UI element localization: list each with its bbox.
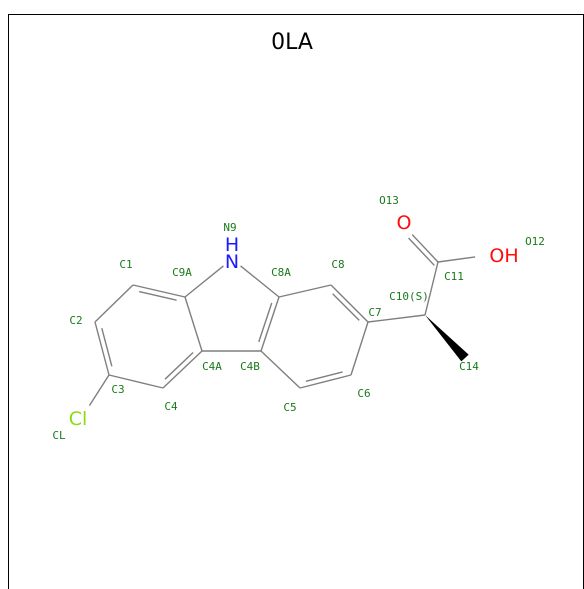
oxygen-carbonyl-symbol: O	[397, 212, 412, 234]
nitrogen-symbol: N	[225, 251, 239, 273]
atom-label-c7: C7	[368, 306, 381, 319]
bond-C8A-C8	[278, 284, 332, 298]
bonds	[88, 234, 476, 406]
bond-C8-C7	[330, 284, 369, 323]
atom-label-c9a: C9A	[172, 266, 192, 279]
atom-label-c5: C5	[283, 401, 296, 414]
bond-C3-C4	[108, 374, 164, 389]
bond-C4A-C9A	[184, 296, 203, 352]
atom-label-c8a: C8A	[271, 266, 291, 279]
bond-C2-C3-double	[101, 327, 113, 367]
bond-C11-O13-double	[408, 237, 435, 266]
bond-C4-C4A	[162, 350, 203, 389]
bond-C10-C11	[424, 261, 439, 316]
hydroxyl-symbol: OH	[489, 245, 518, 267]
bond-C9A-N9	[184, 265, 224, 298]
bond-C9A-C1	[132, 284, 186, 298]
atom-label-c2: C2	[69, 314, 82, 327]
atom-label-o13: O13	[379, 194, 399, 207]
atom-label-c6: C6	[357, 387, 370, 400]
bond-C5-C4B	[260, 350, 301, 389]
bond-C1-C2	[94, 284, 134, 323]
nitrogen-h-symbol: H	[225, 234, 239, 256]
bond-C8-C7-double	[332, 293, 360, 321]
bond-C4-C4A-double	[164, 352, 194, 380]
atom-label-c4b: C4B	[240, 360, 260, 373]
atom-label-n9: N9	[223, 221, 236, 234]
bond-C4B-C8A	[260, 296, 280, 352]
atom-label-c10: C10(S)	[389, 290, 429, 303]
atom-label-o12: O12	[525, 235, 545, 248]
bond-C7-C6	[350, 321, 369, 376]
bond-C11-O13	[411, 234, 439, 263]
atom-label-c1: C1	[119, 258, 132, 271]
bond-C9A-C1-double	[138, 290, 177, 301]
bond-C11-O12	[437, 256, 476, 263]
atom-label-c4: C4	[164, 400, 178, 413]
bond-C3-CL	[88, 374, 110, 406]
bond-N9-C8A	[240, 265, 280, 298]
bond-C6-C5-double	[305, 371, 343, 383]
atom-label-c11: C11	[444, 270, 464, 283]
atom-label-c4a: C4A	[202, 360, 222, 373]
atom-label-cl: CL	[52, 429, 66, 442]
bond-C6-C5	[299, 374, 352, 389]
atom-label-c3: C3	[111, 383, 124, 396]
bond-C7-C10	[367, 314, 426, 323]
wedge-bond-C10-C14	[425, 315, 469, 362]
atom-label-c8: C8	[331, 258, 344, 271]
bond-C4B-C8A-double	[258, 302, 273, 343]
bond-C2-C3	[94, 321, 110, 376]
chlorine-symbol: Cl	[69, 408, 88, 430]
molecule-title: 0LA	[271, 30, 313, 55]
element-symbols: HN Cl O OH	[69, 212, 519, 430]
atom-label-c14: C14	[459, 360, 479, 373]
